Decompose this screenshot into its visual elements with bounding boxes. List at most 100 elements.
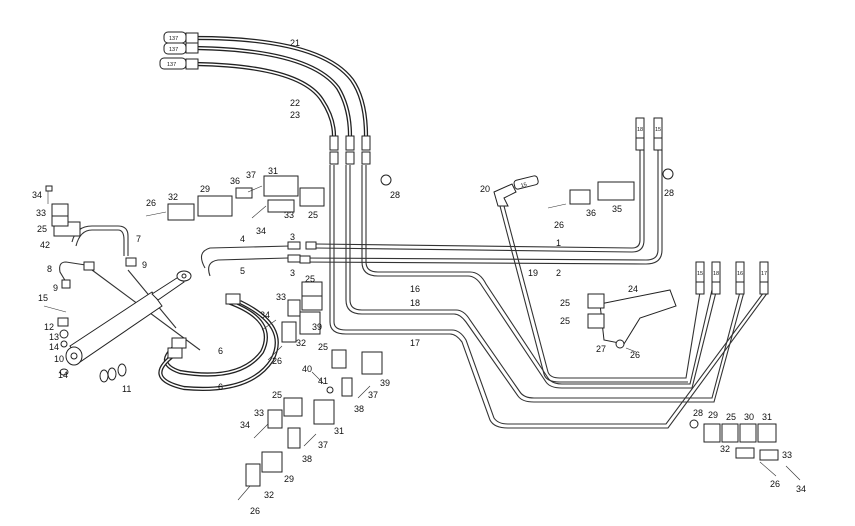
label-32c: 32 [264, 490, 274, 500]
pipe-tag-text-4: 17 [761, 271, 767, 277]
elbow-20 [493, 183, 517, 207]
clamp-29b [261, 451, 283, 473]
label-34b: 34 [256, 226, 266, 236]
label-24: 24 [628, 284, 638, 294]
ring-11-a [99, 369, 109, 383]
nut-28a [380, 174, 392, 186]
washer-13 [59, 329, 69, 339]
clamp-31c [757, 423, 777, 443]
tee-fittings [287, 241, 317, 264]
clamp-25a [299, 187, 325, 207]
label-42: 42 [40, 240, 50, 250]
label-32a: 32 [168, 192, 178, 202]
label-31a: 31 [268, 166, 278, 176]
label-30: 30 [744, 412, 754, 422]
plate-32b [281, 321, 297, 343]
plate-33a [267, 199, 295, 213]
label-25a: 25 [37, 224, 47, 234]
label-25b: 25 [308, 210, 318, 220]
label-36b: 36 [586, 208, 596, 218]
pipe-19-b [499, 205, 688, 383]
label-34c: 34 [260, 310, 270, 320]
hose-end-fittings [167, 32, 769, 359]
plate-32d [735, 447, 755, 459]
label-28b: 28 [664, 188, 674, 198]
bracket-24-group [587, 289, 677, 353]
pipe-16 [365, 165, 713, 385]
label-16: 16 [410, 284, 420, 294]
label-33c: 33 [276, 292, 286, 302]
label-9a: 9 [142, 260, 147, 270]
hose-23 [195, 61, 337, 137]
label-14a: 14 [49, 342, 59, 352]
label-19: 19 [528, 268, 538, 278]
pipe-tag-top-1 [635, 117, 645, 139]
clamp-25e [721, 423, 739, 443]
label-21: 21 [290, 38, 300, 48]
hose-21 [195, 35, 369, 137]
label-33b: 33 [284, 210, 294, 220]
pipe-1-b [315, 150, 645, 253]
clamp-25c [331, 349, 347, 369]
label-1: 1 [556, 238, 561, 248]
washer-14a [60, 340, 68, 348]
label-8: 8 [47, 264, 52, 274]
pipe-tag-3 [735, 261, 745, 283]
pipe-2-b [299, 150, 663, 265]
plate-36a [235, 187, 253, 199]
label-7: 7 [136, 234, 141, 244]
label-6b: 6 [218, 382, 223, 392]
label-32b: 32 [296, 338, 306, 348]
label-20: 20 [480, 184, 490, 194]
label-41: 41 [318, 376, 328, 386]
label-25d: 25 [560, 298, 570, 308]
clamp-31b [313, 399, 335, 425]
label-35: 35 [612, 204, 622, 214]
label-38b: 38 [302, 454, 312, 464]
label-3a: 3 [290, 232, 295, 242]
clamp-31a [263, 175, 299, 197]
hose-tag-text-2: 137 [169, 47, 178, 53]
bracket-24 [599, 289, 677, 345]
label-6a: 6 [218, 346, 223, 356]
label-37c: 37 [318, 440, 328, 450]
pipe-18 [349, 165, 741, 399]
flexible-hoses [158, 35, 369, 391]
plate-38a [341, 377, 353, 397]
label-31c: 31 [762, 412, 772, 422]
label-34a: 34 [32, 190, 42, 200]
label-10: 10 [54, 354, 64, 364]
label-26c: 26 [272, 356, 282, 366]
clamp-group-top [145, 168, 674, 221]
nut-41 [326, 386, 334, 394]
pipe-1 [315, 150, 641, 249]
clamp-35 [597, 181, 635, 201]
label-18: 18 [410, 298, 420, 308]
pipe-tag-4 [759, 261, 769, 283]
label-27: 27 [596, 344, 606, 354]
label-25e: 25 [560, 316, 570, 326]
pipe-tag-top-2 [653, 117, 663, 139]
label-2: 2 [556, 268, 561, 278]
label-26f: 26 [250, 506, 260, 516]
clamp-25b [301, 281, 323, 297]
label-9b: 9 [53, 283, 58, 293]
hose-tag-2 [163, 42, 187, 55]
callout-labels: 1 2 3 3 4 5 6 6 7 8 9 9 10 11 12 13 14 1… [32, 38, 806, 516]
ring-11-c [117, 363, 127, 377]
clamp-25d [283, 397, 303, 417]
label-25h: 25 [726, 412, 736, 422]
pipe-16-b [361, 165, 717, 389]
pipe-4 [200, 245, 291, 269]
clamp-29c [703, 423, 721, 443]
ring-11-b [107, 367, 117, 381]
label-3b: 3 [290, 268, 295, 278]
pipe-18-b [345, 165, 745, 403]
fitting-tag-text: 15 [520, 182, 527, 189]
label-15: 15 [38, 293, 48, 303]
clamp-25b-2 [301, 295, 323, 311]
washer-14b [59, 368, 69, 376]
plate-32a [167, 203, 195, 221]
clamp-39a [299, 311, 321, 335]
